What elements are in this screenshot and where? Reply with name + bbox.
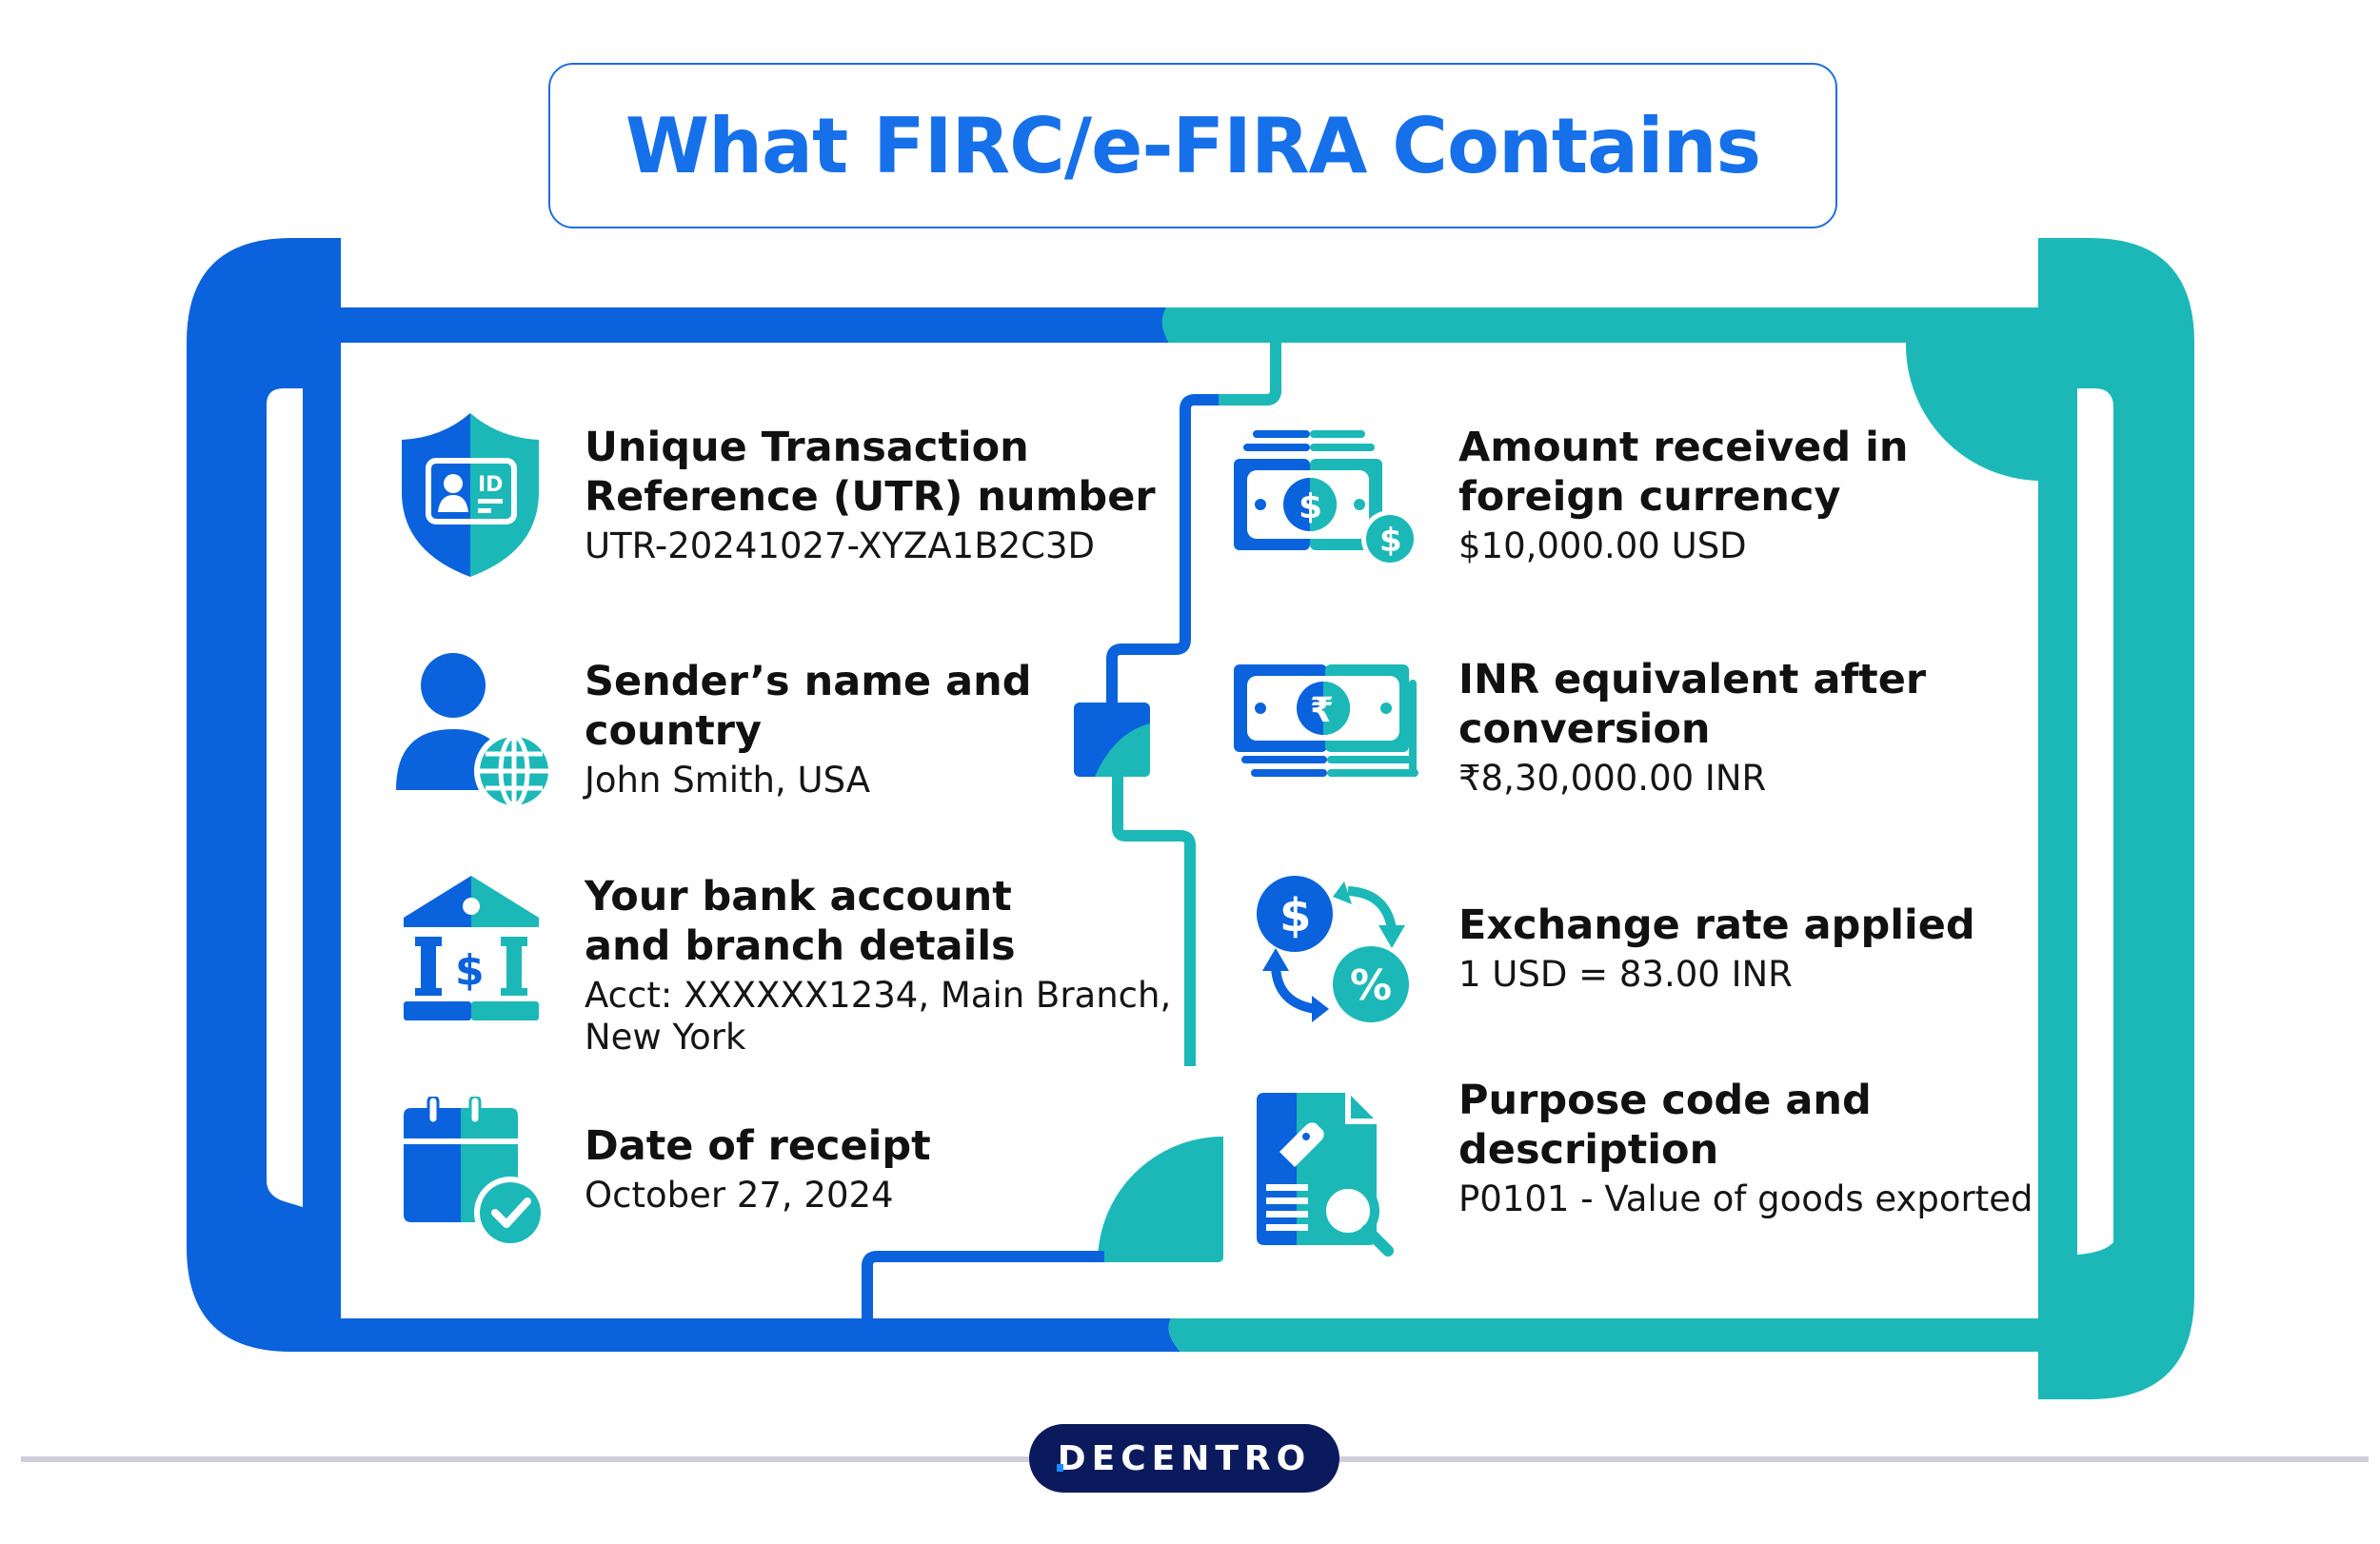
list-item-exchange-rate: $ % Exchange rate applied 1 USD = 83.00 … xyxy=(1253,872,1975,1024)
item-heading: Sender’s name and country xyxy=(585,658,1032,755)
brand-dot-icon xyxy=(1056,1463,1063,1472)
page-title: What FIRC/e-FIRA Contains xyxy=(625,101,1761,190)
list-item-bank: $ Your bank account and branch details A… xyxy=(400,872,1171,1058)
dollar-bills-icon: $ $ xyxy=(1234,430,1418,567)
item-heading: Purpose code and description xyxy=(1458,1077,1872,1174)
title-box: What FIRC/e-FIRA Contains xyxy=(548,63,1837,228)
item-heading: Unique Transaction Reference (UTR) numbe… xyxy=(585,424,1156,521)
item-value: Acct: XXXXXX1234, Main Branch, New York xyxy=(585,975,1172,1058)
item-value: $10,000.00 USD xyxy=(1458,525,1747,566)
svg-text:₹: ₹ xyxy=(1310,691,1334,730)
svg-text:$: $ xyxy=(1379,522,1402,560)
list-item-utr: ID Unique Transaction Reference (UTR) nu… xyxy=(394,409,1156,581)
item-value: 1 USD = 83.00 INR xyxy=(1458,954,1793,995)
svg-text:ID: ID xyxy=(478,473,503,497)
item-value: October 27, 2024 xyxy=(585,1175,894,1216)
list-item-amount: $ $ Amount received in foreign currency … xyxy=(1230,424,1908,569)
bank-icon: $ xyxy=(404,876,539,1020)
brand-logo: DECENTRO xyxy=(1029,1424,1339,1493)
list-item-purpose-code: Purpose code and description P0101 - Val… xyxy=(1253,1077,2033,1257)
currency-exchange-icon: $ % xyxy=(1257,876,1409,1022)
item-heading: Your bank account and branch details xyxy=(585,873,1016,970)
item-value: UTR-20241027-XYZA1B2C3D xyxy=(585,525,1096,566)
svg-text:$: $ xyxy=(1279,889,1311,942)
svg-text:$: $ xyxy=(1299,487,1322,526)
svg-text:$: $ xyxy=(455,946,485,995)
svg-text:%: % xyxy=(1350,961,1392,1010)
document-search-icon xyxy=(1257,1093,1394,1257)
item-heading: INR equivalent after conversion xyxy=(1458,656,1927,753)
item-value: P0101 - Value of goods exported xyxy=(1458,1178,2033,1219)
item-heading: Date of receipt xyxy=(585,1122,931,1170)
item-value: ₹8,30,000.00 INR xyxy=(1458,758,1767,799)
item-heading: Exchange rate applied xyxy=(1458,901,1975,949)
list-item-inr: ₹ INR equivalent after conversion ₹8,30,… xyxy=(1230,656,1926,799)
item-value: John Smith, USA xyxy=(585,760,871,801)
rupee-bills-icon: ₹ xyxy=(1234,664,1418,777)
list-item-sender: Sender’s name and country John Smith, US… xyxy=(394,647,1032,809)
calendar-check-icon xyxy=(404,1097,546,1249)
brand-name: DECENTRO xyxy=(1056,1438,1312,1478)
item-heading: Amount received in foreign currency xyxy=(1458,424,1909,521)
brand-label: DECENTRO xyxy=(1057,1438,1312,1478)
shield-id-icon: ID xyxy=(402,413,539,577)
list-item-date: Date of receipt October 27, 2024 xyxy=(396,1097,931,1249)
user-globe-icon xyxy=(396,653,554,809)
